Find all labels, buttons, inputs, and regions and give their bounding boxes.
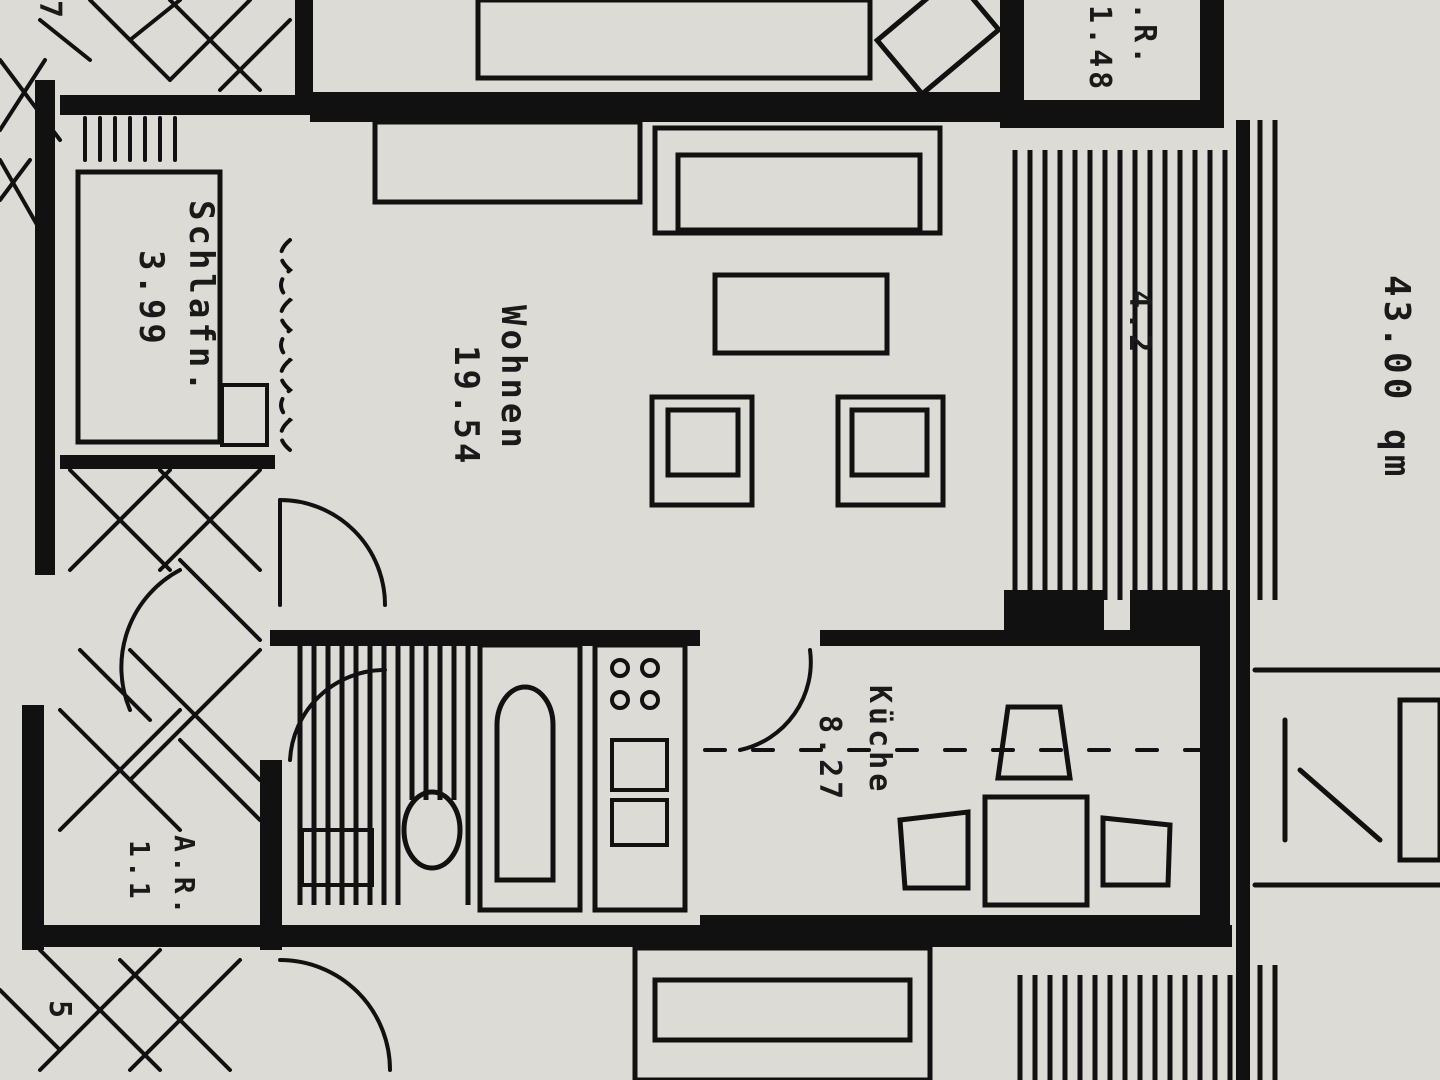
- bedroom-niche: [75, 116, 269, 447]
- tile-pattern-top-left: [0, 0, 292, 232]
- bathroom-fixtures: [297, 642, 688, 913]
- bottom-furniture: [632, 945, 933, 1080]
- room-label-vorraum: V.R.: [1127, 0, 1162, 68]
- room-area-kueche: 8.27: [812, 715, 847, 803]
- room-area-schlafen: 3.99: [131, 250, 171, 348]
- walls: [22, 0, 1250, 1080]
- balcony: [1012, 120, 1278, 1080]
- door-swings: [119, 498, 813, 1072]
- room-area-wohnen: 19.54: [446, 345, 486, 467]
- partial-label-bottom-left: 5: [42, 1000, 77, 1022]
- room-area-vorraum: 1.48: [1082, 5, 1117, 93]
- total-area-label: 43.00 qm: [1376, 275, 1417, 480]
- curtain-line: [279, 238, 294, 452]
- living-room-furniture: [372, 0, 1003, 508]
- room-label-wohnen: Wohnen: [493, 305, 533, 452]
- balcony-area-label: 4.2: [1122, 290, 1157, 356]
- room-label-kueche: Küche: [862, 685, 897, 795]
- room-label-schlafen: Schlafn.: [181, 200, 221, 396]
- stair-section: [1252, 667, 1440, 888]
- kitchen-table-chairs: [703, 704, 1202, 908]
- room-label-abstellraum: A.R.: [168, 835, 201, 918]
- tile-pattern-bottom-left: [0, 948, 242, 1072]
- room-area-abstellraum: 1.1: [123, 840, 156, 903]
- tile-pattern-hall: [58, 468, 262, 832]
- partial-label-top-left: 7: [32, 0, 67, 22]
